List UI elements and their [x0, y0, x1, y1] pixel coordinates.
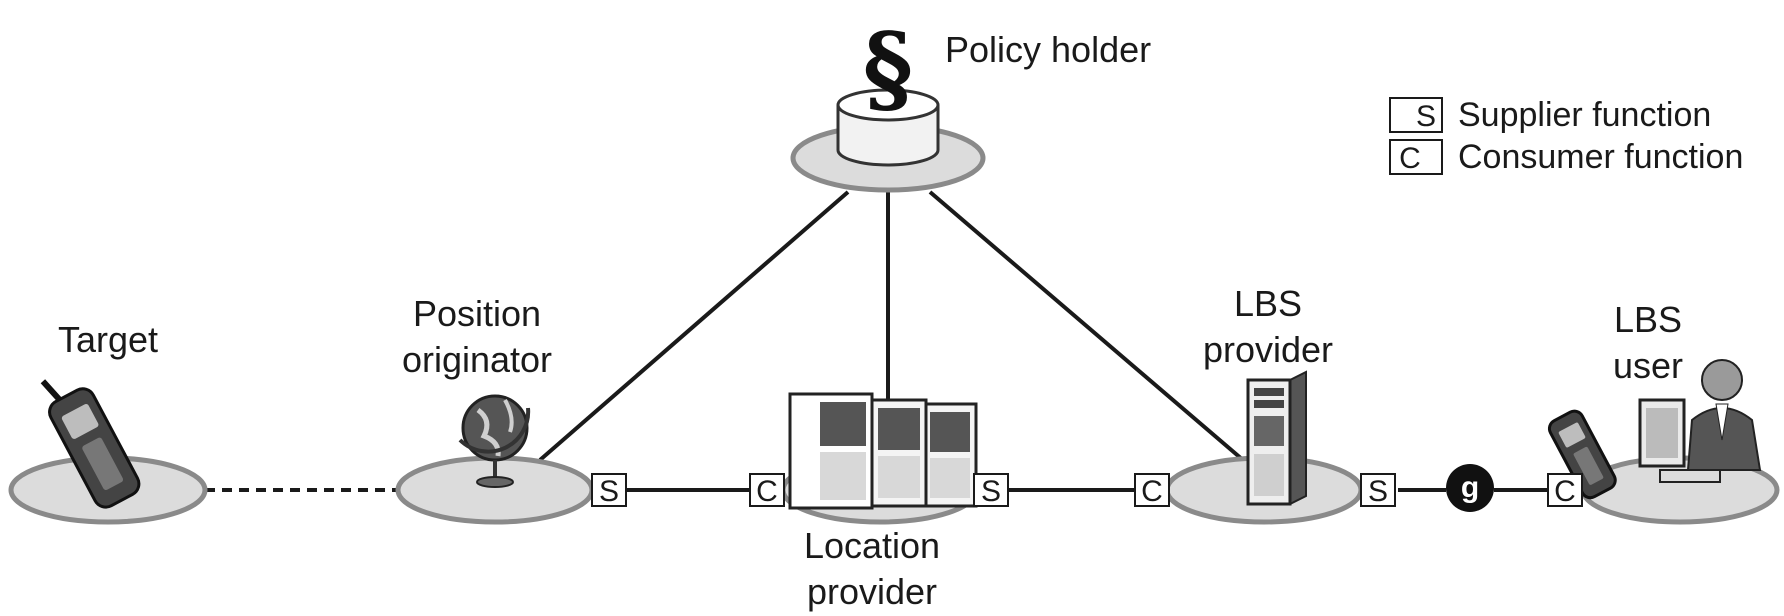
lbs-user-label-line2: user: [1613, 345, 1683, 386]
consumer-function-box-label: C: [1554, 475, 1576, 508]
gateway-node: g: [1446, 464, 1494, 512]
position-originator-node: Position originator S: [395, 293, 627, 525]
legend-supplier-key-box: [1389, 97, 1443, 133]
supplier-function-box: [1360, 473, 1396, 507]
legend-supplier-key: S: [1416, 100, 1436, 133]
target-label: Target: [58, 319, 158, 360]
supplier-function-box-label: S: [599, 475, 619, 508]
person-at-computer-icon: [1638, 359, 1762, 483]
globe-icon: [458, 394, 531, 488]
database-icon: [836, 105, 940, 167]
policy-holder-label: Policy holder: [945, 29, 1151, 70]
consumer-function-box: [749, 473, 785, 507]
server-tower-icon: [1246, 370, 1307, 506]
lbs-provider-node: LBS provider C S: [1134, 283, 1396, 525]
location-provider-label-line1: Location: [804, 525, 940, 566]
supplier-function-box-label: S: [981, 475, 1001, 508]
supplier-function-box: [973, 473, 1009, 507]
lbs-user-label-line1: LBS: [1614, 299, 1682, 340]
paragraph-symbol-icon: §: [863, 12, 913, 125]
lbs-provider-label-line2: provider: [1203, 329, 1333, 370]
legend-consumer-key: C: [1399, 142, 1421, 175]
link-policy-lbsprovider: [928, 190, 1245, 462]
consumer-function-box-label: C: [756, 475, 778, 508]
legend-consumer-label: Consumer function: [1458, 138, 1743, 176]
location-provider-label-line2: provider: [807, 571, 937, 612]
consumer-function-box: [1547, 473, 1583, 507]
gateway-label: g: [1461, 471, 1479, 504]
position-originator-label-line2: originator: [402, 339, 552, 380]
legend-consumer-key-box: [1389, 139, 1443, 175]
server-rack-icon: [788, 392, 978, 510]
mobile-phone-icon: [1547, 409, 1617, 500]
location-provider-node: C S Location provider: [749, 392, 1009, 612]
supplier-function-box-label: S: [1368, 475, 1388, 508]
lbs-provider-label-line1: LBS: [1234, 283, 1302, 324]
position-originator-label-line1: Position: [413, 293, 541, 334]
policy-holder-node: § Policy holder: [790, 12, 1151, 193]
target-node: Target: [8, 319, 208, 525]
link-policy-originator: [538, 190, 850, 462]
consumer-function-box: [1134, 473, 1170, 507]
legend-supplier-label: Supplier function: [1458, 96, 1711, 134]
lbs-user-node: LBS user C: [1547, 299, 1780, 525]
legend: S Supplier function C Consumer function: [1389, 96, 1743, 176]
mobile-phone-icon: [40, 379, 141, 509]
consumer-function-box-label: C: [1141, 475, 1163, 508]
supplier-function-box: [591, 473, 627, 507]
